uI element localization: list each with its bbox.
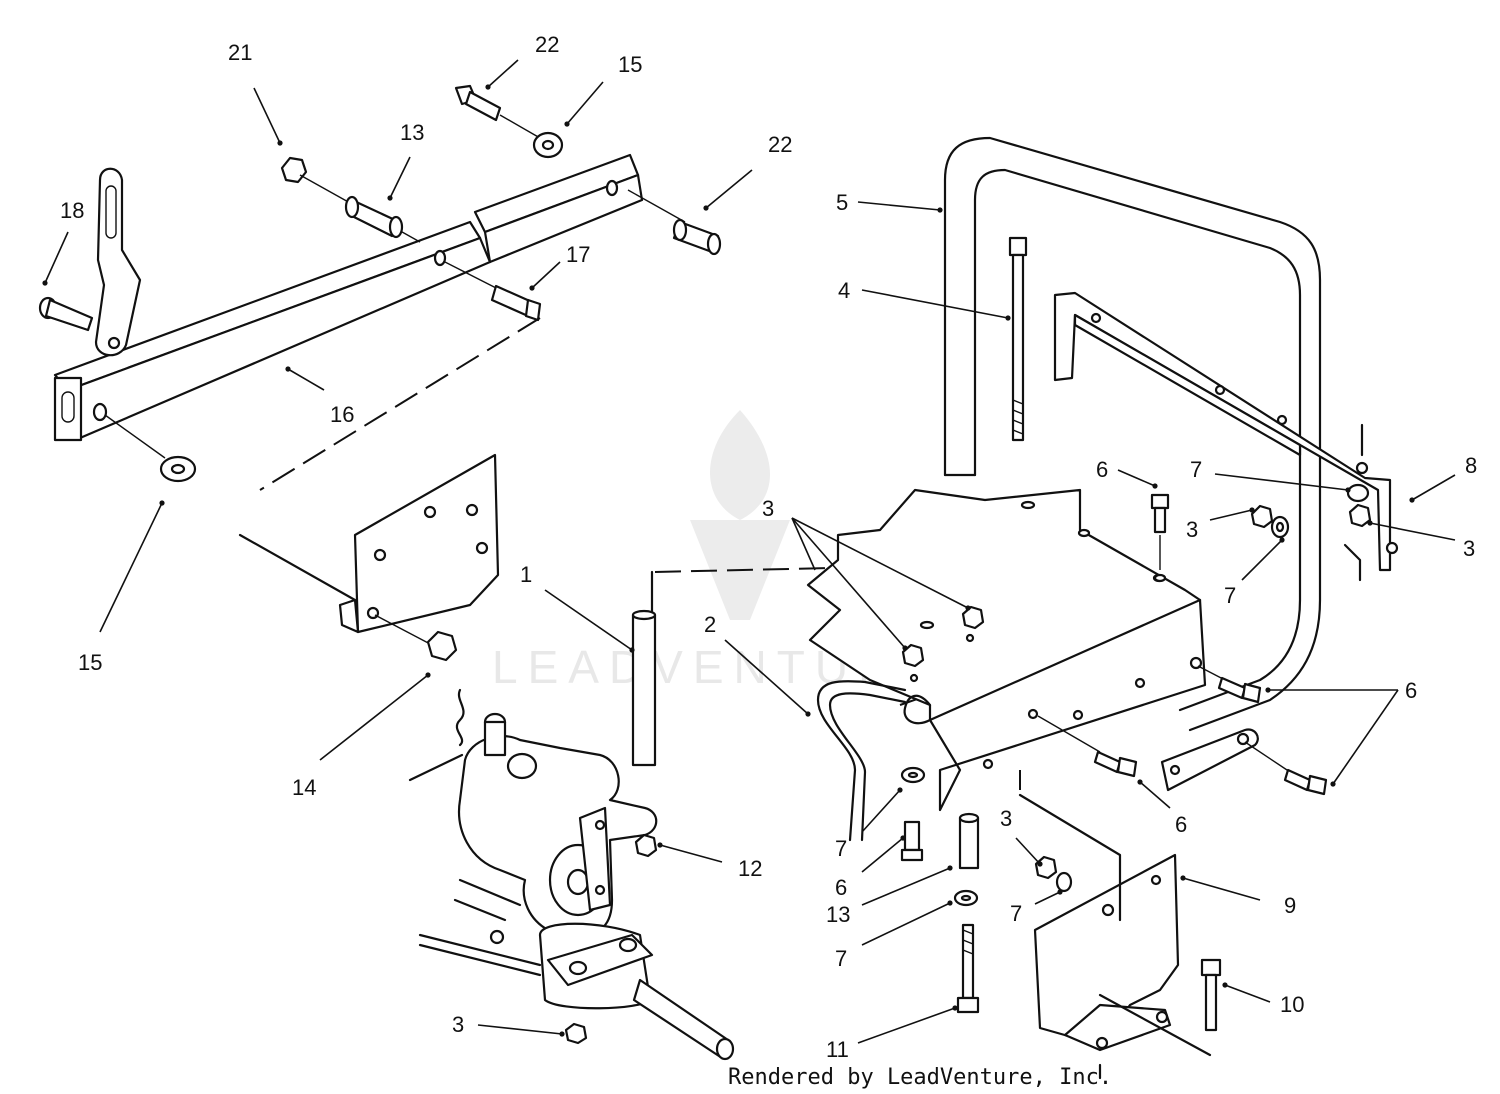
callout-7-mid: 7 [1224,583,1236,608]
drawbar-end [53,376,83,442]
callout-7-bottom-mid: 7 [835,946,847,971]
washer-part-15-top [532,131,564,159]
nut-part-3-f [564,1022,588,1045]
callout-2: 2 [704,612,716,637]
side-plate-part-9 [1018,793,1212,1080]
spacer-part-13-top [344,195,404,239]
callout-10: 10 [1280,992,1304,1017]
callout-3-mid: 3 [1186,517,1198,542]
axle-shaft [632,978,730,1060]
callout-9: 9 [1284,893,1296,918]
bolt-part-17 [444,261,542,322]
callout-6-right: 6 [1405,678,1417,703]
nut-part-3-d [1348,503,1372,528]
spacer-part-22 [627,189,722,256]
callout-labels: 21 13 22 15 22 18 17 16 15 14 5 4 6 7 8 … [60,32,1477,1062]
nut-part-3-a [901,643,925,668]
bolt-part-18 [38,296,94,332]
drawbar-rear-hole [605,179,619,197]
leader-lines [42,59,1456,1044]
long-bolt-part-4 [1008,236,1028,442]
bolt-part-11 [956,923,980,1014]
callout-18: 18 [60,198,84,223]
washer-part-7-c [1346,483,1370,503]
bolt-part-6-middle [1037,715,1138,778]
nut-part-3-e [1034,855,1058,880]
callout-3-right: 3 [1463,536,1475,561]
nut-part-3-b [961,605,985,630]
fasteners [564,483,1372,1045]
lever-arm [578,806,612,912]
drawbar-assembly [38,84,722,483]
nut-part-14 [426,630,458,662]
channel-bracket-part-8 [1053,291,1399,582]
drawbar-hole [92,402,108,422]
bracket-slot [105,185,117,239]
callout-15-top: 15 [618,52,642,77]
watermark-flame-icon [710,410,770,520]
callout-17: 17 [566,242,590,267]
callout-19: 21 [228,40,252,65]
callout-4: 4 [838,278,850,303]
transaxle [408,688,735,1061]
bolt-part-21 [454,84,541,139]
callout-22: 22 [768,132,792,157]
callout-14: 14 [292,775,316,800]
callout-16: 16 [330,402,354,427]
callout-12: 12 [738,856,762,881]
hitch-bracket-part-18 [94,167,142,357]
drawbar-slot [61,391,75,423]
callout-6-top: 6 [1096,457,1108,482]
callout-8: 8 [1465,453,1477,478]
callout-3-bottom-left: 3 [452,1012,464,1037]
drawbar-rear-face [483,173,644,264]
washer-part-7-d [1055,871,1073,893]
callout-13-bottom: 13 [826,902,850,927]
callout-13-top: 13 [400,120,424,145]
callout-7-bottom-left: 7 [835,836,847,861]
callout-6-middle: 6 [1175,812,1187,837]
bolt-part-6-group [900,493,1328,862]
callout-1: 1 [520,562,532,587]
washer-small-a [909,673,919,683]
nut-part-19 [280,156,308,184]
callout-5: 5 [836,190,848,215]
mounting-plate-part-14 [238,453,500,662]
bolt-part-6-right-a [1197,665,1262,704]
spacer-part-13-bottom [958,812,980,870]
callout-3-bottom-mid: 3 [1000,806,1012,831]
washer-part-15-bottom [104,414,197,483]
bolt-part-6-vertical [1150,493,1170,583]
render-credit: Rendered by LeadVenture, Inc. [728,1065,1112,1090]
bolt-part-10 [1200,958,1222,1032]
bracket-hole [107,336,121,350]
callout-15-bottom: 15 [78,650,102,675]
callout-6-lower: 6 [835,875,847,900]
pin-part-1 [631,570,657,767]
callout-11: 11 [826,1037,849,1062]
bolt-part-6-lower [900,820,924,862]
nut-part-12 [634,833,658,858]
main-plate [806,488,1207,812]
roll-bar-frame-part-5 [943,136,1322,732]
bolt-part-6-right-b [1244,741,1328,796]
drawbar-hole-2 [433,249,447,267]
callout-7-bottom-right: 7 [1010,901,1022,926]
link-rod-part-2 [816,680,907,842]
callout-21: 22 [535,32,559,57]
nut-part-3-c [1250,504,1274,529]
housing-port [506,752,538,780]
callout-3-group: 3 [762,496,774,521]
callout-7-top: 7 [1190,457,1202,482]
support-strap [1160,728,1259,792]
